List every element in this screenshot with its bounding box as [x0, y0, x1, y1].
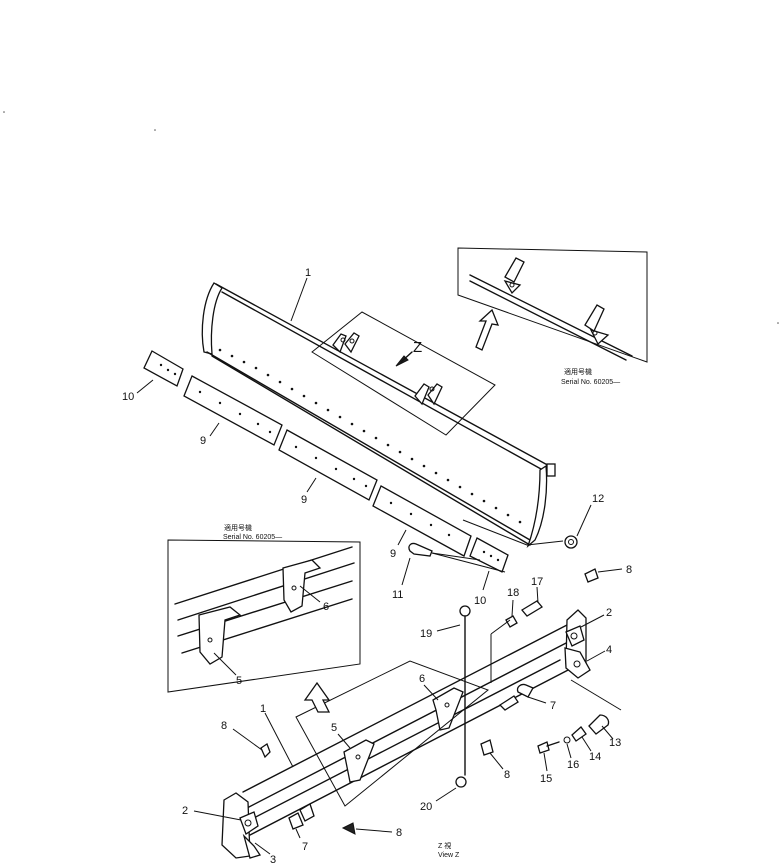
- callout-15: 15: [540, 773, 552, 785]
- callout-14: 14: [589, 751, 601, 763]
- view-z-cjk: Z 視: [438, 841, 451, 850]
- callout-6-lower: 6: [419, 673, 425, 685]
- callout-10-left: 10: [122, 391, 134, 403]
- callout-5-lower: 5: [331, 722, 337, 734]
- callout-2-left: 2: [182, 805, 188, 817]
- callout-3: 3: [270, 854, 276, 863]
- callout-12: 12: [592, 493, 604, 505]
- frame-lower: [221, 568, 599, 859]
- hardware-lower: [455, 600, 622, 788]
- callout-2-right: 2: [606, 607, 612, 619]
- callout-8-upper-right: 8: [626, 564, 632, 576]
- detail-box-left: 適用号機 Serial No. 60205—: [167, 523, 361, 693]
- view-z-caption: View Z: [438, 852, 460, 859]
- callout-19: 19: [420, 628, 432, 640]
- callout-8-middle: 8: [504, 769, 510, 781]
- callout-9-c: 9: [390, 548, 396, 560]
- callout-8-left: 8: [221, 720, 227, 732]
- blade-upper: [201, 277, 556, 549]
- callout-11: 11: [392, 589, 403, 601]
- callout-8-bottom: 8: [396, 827, 402, 839]
- callout-16: 16: [567, 759, 579, 771]
- callout-9-b: 9: [301, 494, 307, 506]
- callouts: 1 10 9 9 9 11 10 12 8 17 18 19 2 4 6 7 6…: [122, 267, 632, 863]
- callout-20: 20: [420, 801, 432, 813]
- callout-7-left: 7: [302, 841, 308, 853]
- z-view-inset: Z: [311, 308, 500, 436]
- callout-1-upper: 1: [305, 267, 311, 279]
- callout-13: 13: [609, 737, 621, 749]
- detail-box-upper-right: 適用号機 Serial No. 60205—: [457, 247, 648, 386]
- scan-specks: [3, 111, 779, 324]
- callout-18: 18: [507, 587, 519, 599]
- z-arrow-label: Z: [413, 339, 422, 356]
- upper-serial-text: Serial No. 60205—: [561, 379, 620, 386]
- blade-bolt-holes: [218, 348, 522, 524]
- left-serial-text: Serial No. 60205—: [223, 534, 282, 541]
- view-z-region: [295, 634, 492, 807]
- callout-9-a: 9: [200, 435, 206, 447]
- left-serial-cjk: 適用号機: [224, 523, 252, 532]
- cutting-edges: [143, 350, 564, 573]
- callout-6-inset: 6: [323, 601, 329, 613]
- callout-7-right: 7: [550, 700, 556, 712]
- callout-17: 17: [531, 576, 543, 588]
- hardware-upper: [408, 535, 578, 573]
- callout-10-right: 10: [474, 595, 486, 607]
- callout-5-inset: 5: [236, 675, 242, 687]
- callout-1-lower: 1: [260, 703, 266, 715]
- upper-serial-cjk: 適用号機: [564, 367, 592, 376]
- callout-4: 4: [606, 644, 612, 656]
